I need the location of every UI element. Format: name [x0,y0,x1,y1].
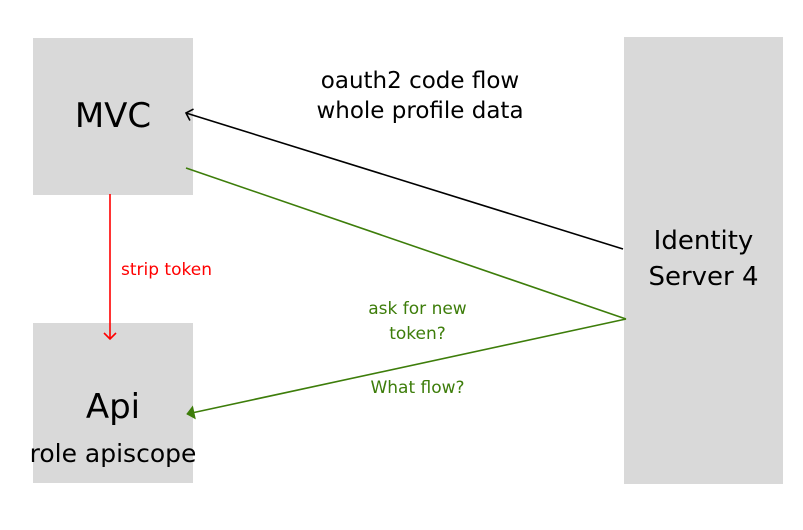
what-flow-arrow [187,318,627,414]
ask-token-label-line2: token? [389,324,446,344]
oauth-edge-label: oauth2 code flow whole profile data [260,66,580,126]
mvc-node [33,38,193,195]
ask-token-label-line1: ask for new [368,299,467,319]
ask-token-label: ask for new token? [330,297,505,347]
identity-server-node [624,37,783,484]
identity-server-label: Identity Server 4 [624,223,783,295]
oauth-edge-label-line2: whole profile data [316,98,524,124]
ask-token-line [185,167,627,320]
api-sublabel: role apiscope [29,439,197,468]
oauth-arrow [184,108,624,250]
what-flow-label: What flow? [370,378,465,398]
identity-server-label-line2: Server 4 [648,262,759,292]
oauth-edge-label-line1: oauth2 code flow [320,68,520,94]
mvc-label: MVC [74,96,152,136]
api-label: Api [85,387,141,427]
identity-server-label-line1: Identity [653,226,754,256]
strip-token-label: strip token [121,260,212,280]
api-node [33,323,193,483]
